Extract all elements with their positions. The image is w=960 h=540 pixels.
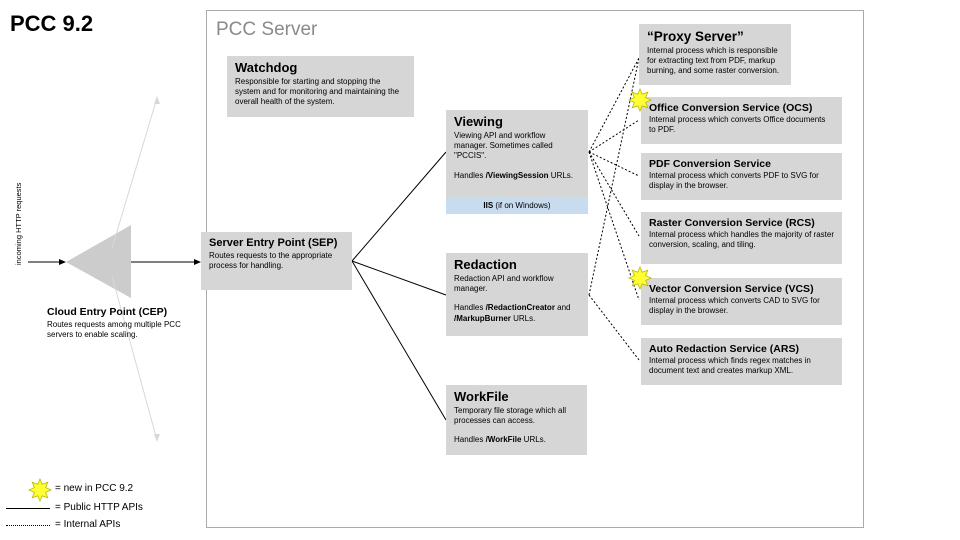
- sep-box: Server Entry Point (SEP) Routes requests…: [201, 232, 352, 290]
- legend-internal-line: [6, 525, 50, 526]
- iis-bar: IIS (if on Windows): [446, 197, 588, 214]
- service-desc: Internal process which converts PDF to S…: [649, 171, 819, 191]
- legend-internal-label: = Internal APIs: [55, 519, 121, 530]
- service-title: “Proxy Server”: [647, 29, 744, 44]
- cep-sep-arrow-head: [194, 259, 201, 265]
- page-title: PCC 9.2: [10, 11, 94, 36]
- legend-star-icon: [28, 478, 52, 502]
- service-box-ocs: Office Conversion Service (OCS) Internal…: [641, 97, 842, 144]
- cep-fan-down-line: [111, 275, 158, 441]
- redaction-urls: Handles /RedactionCreator and /MarkupBur…: [454, 303, 571, 323]
- cep-triangle: [66, 225, 131, 298]
- workfile-title: WorkFile: [454, 389, 509, 404]
- cep-fan-down-arrow: [154, 434, 160, 442]
- incoming-requests-label: incoming HTTP requests: [14, 182, 23, 265]
- service-title: Office Conversion Service (OCS): [649, 102, 813, 114]
- new-star-icon: [628, 88, 652, 112]
- cep-title: Cloud Entry Point (CEP): [47, 306, 168, 318]
- viewing-rcs-line: [588, 151, 640, 237]
- redaction-box: Redaction Redaction API and workflow man…: [446, 253, 588, 336]
- redaction-desc: Redaction API and workflow manager.: [454, 273, 554, 294]
- cep-description: Cloud Entry Point (CEP) Routes requests …: [47, 306, 197, 340]
- sep-desc: Routes requests to the appropriate proce…: [209, 250, 333, 270]
- sep-redaction-line: [351, 260, 447, 296]
- service-desc: Internal process which handles the major…: [649, 230, 834, 250]
- service-desc: Internal process which converts CAD to S…: [649, 296, 820, 316]
- viewing-ocs-line: [588, 119, 640, 153]
- service-box-pdf: PDF Conversion Service Internal process …: [641, 153, 842, 200]
- service-box-vcs: Vector Conversion Service (VCS) Internal…: [641, 278, 842, 325]
- viewing-proxy-line: [588, 57, 640, 153]
- legend-public-label: = Public HTTP APIs: [55, 502, 143, 513]
- sep-workfile-line: [351, 260, 447, 421]
- cep-desc: Routes requests among multiple PCC serve…: [47, 320, 181, 340]
- service-desc: Internal process which converts Office d…: [649, 115, 826, 135]
- legend-new-label: = new in PCC 9.2: [55, 483, 134, 494]
- service-title: Vector Conversion Service (VCS): [649, 283, 814, 295]
- legend-public-line: [6, 508, 50, 509]
- redaction-title: Redaction: [454, 257, 517, 272]
- service-desc: Internal process which finds regex match…: [649, 356, 811, 376]
- cep-fan-up-line: [111, 97, 158, 249]
- viewing-urls: Handles /ViewingSession URLs.: [454, 170, 574, 180]
- redaction-proxy-line: [588, 57, 640, 296]
- service-box-ars: Auto Redaction Service (ARS) Internal pr…: [641, 338, 842, 385]
- service-title: Auto Redaction Service (ARS): [649, 343, 799, 355]
- pcc-server-label: PCC Server: [216, 19, 318, 40]
- workfile-box: WorkFile Temporary file storage which al…: [446, 385, 587, 455]
- viewing-pdf-line: [588, 151, 640, 177]
- redaction-ars-line: [588, 294, 640, 361]
- service-title: PDF Conversion Service: [649, 158, 771, 170]
- viewing-box: Viewing Viewing API and workflow manager…: [446, 110, 588, 197]
- watchdog-box: Watchdog Responsible for starting and st…: [227, 56, 414, 117]
- cep-fan-up-arrow: [154, 96, 160, 104]
- service-box-rcs: Raster Conversion Service (RCS) Internal…: [641, 212, 842, 264]
- sep-title: Server Entry Point (SEP): [209, 237, 338, 249]
- service-desc: Internal process which is responsible fo…: [647, 45, 780, 75]
- workfile-urls: Handles /WorkFile URLs.: [454, 435, 546, 445]
- new-star-icon: [628, 266, 652, 290]
- watchdog-desc: Responsible for starting and stopping th…: [235, 76, 400, 107]
- incoming-arrow-head: [59, 259, 66, 265]
- service-box-proxy: “Proxy Server” Internal process which is…: [639, 24, 791, 85]
- viewing-desc: Viewing API and workflow manager. Someti…: [454, 130, 553, 161]
- workfile-desc: Temporary file storage which all process…: [454, 405, 567, 426]
- watchdog-title: Watchdog: [235, 60, 298, 75]
- service-title: Raster Conversion Service (RCS): [649, 217, 815, 229]
- viewing-title: Viewing: [454, 114, 503, 129]
- sep-viewing-line: [351, 151, 447, 262]
